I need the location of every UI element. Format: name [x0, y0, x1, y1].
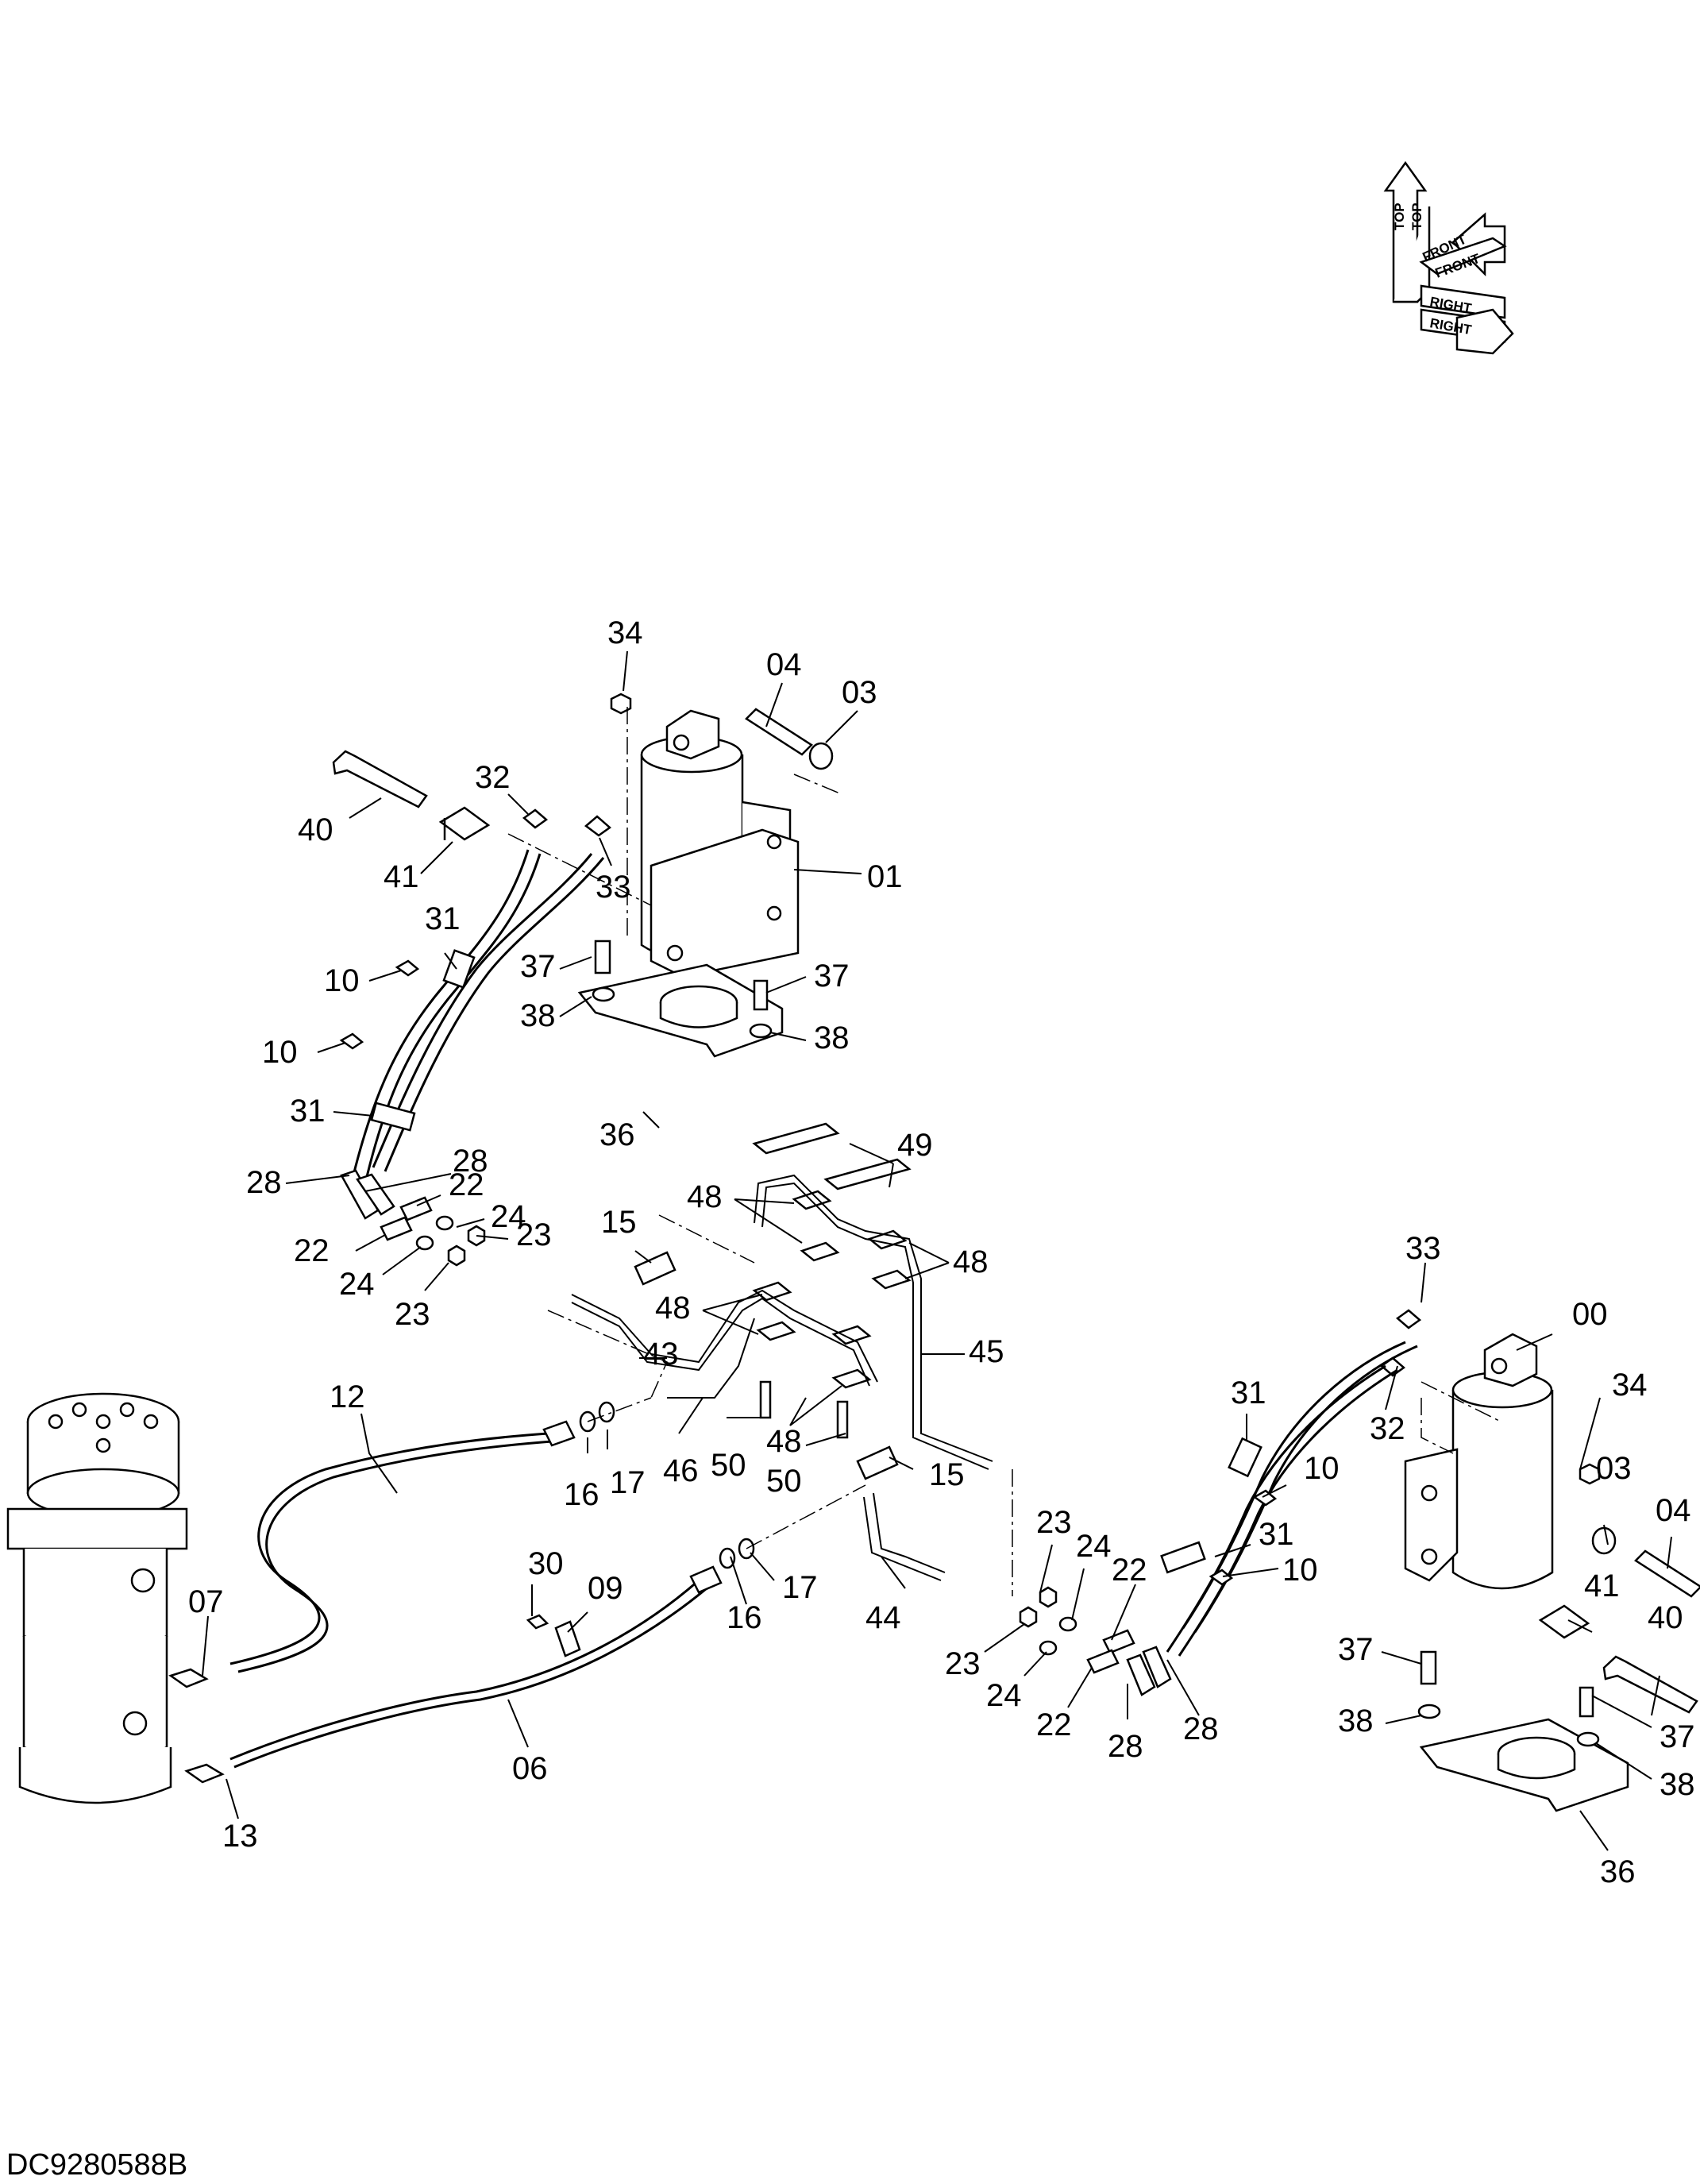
callout-41: 41	[384, 859, 419, 894]
callout-46: 46	[663, 1453, 699, 1488]
orientation-top-label-a: TOP	[1392, 203, 1407, 230]
callout-22: 22	[1036, 1707, 1072, 1742]
callout-24: 24	[986, 1678, 1022, 1713]
callout-48: 48	[655, 1291, 691, 1325]
callout-43: 43	[643, 1337, 679, 1372]
callout-37: 37	[1338, 1632, 1374, 1667]
callout-37: 37	[814, 959, 850, 994]
callout-28: 28	[1108, 1729, 1143, 1764]
left-accumulator-assembly	[332, 693, 842, 1267]
callout-36: 36	[599, 1117, 635, 1152]
callout-41: 41	[1584, 1569, 1620, 1603]
callout-30: 30	[528, 1546, 564, 1581]
callout-49: 49	[897, 1128, 933, 1163]
callout-40: 40	[298, 812, 333, 847]
callout-38: 38	[1660, 1767, 1695, 1802]
callout-50: 50	[711, 1448, 746, 1483]
callout-40: 40	[1648, 1600, 1683, 1635]
callout-44: 44	[865, 1600, 901, 1635]
callout-28: 28	[246, 1165, 282, 1200]
callout-34: 34	[1612, 1368, 1648, 1403]
callout-38: 38	[1338, 1704, 1374, 1738]
callout-22: 22	[294, 1233, 330, 1268]
callout-10: 10	[1304, 1451, 1340, 1486]
callout-12: 12	[330, 1379, 365, 1414]
callout-23: 23	[516, 1217, 552, 1252]
callout-23: 23	[1036, 1505, 1072, 1540]
callout-31: 31	[425, 901, 461, 936]
reference-code: DC9280588B	[6, 2148, 187, 2182]
callout-32: 32	[1370, 1411, 1405, 1446]
callout-01: 01	[867, 859, 903, 894]
callout-38: 38	[814, 1021, 850, 1055]
callout-24: 24	[491, 1199, 526, 1234]
callout-04: 04	[766, 647, 802, 682]
callout-06: 06	[512, 1751, 548, 1786]
callout-48: 48	[687, 1179, 723, 1214]
callout-38: 38	[520, 998, 556, 1033]
callout-33: 33	[1405, 1231, 1441, 1266]
callout-labels: 34 04 03 32 40 41 33 01 31 37 37 10 38 3…	[188, 615, 1695, 1889]
callout-00: 00	[1572, 1297, 1608, 1332]
callout-22: 22	[449, 1167, 484, 1202]
callout-22: 22	[1112, 1553, 1147, 1588]
callout-23: 23	[395, 1297, 430, 1332]
callout-09: 09	[588, 1571, 623, 1606]
callout-37: 37	[520, 949, 556, 984]
callout-10: 10	[262, 1035, 298, 1070]
callout-33: 33	[596, 870, 631, 905]
callout-10: 10	[1282, 1553, 1318, 1588]
callout-28: 28	[1183, 1711, 1219, 1746]
callout-16: 16	[564, 1477, 599, 1512]
callout-03: 03	[1596, 1451, 1632, 1486]
callout-48: 48	[766, 1424, 802, 1459]
orientation-indicator: TOP TOP FRONT FRONT RIGHT RIGHT	[1383, 160, 1514, 355]
right-accumulator-assembly	[1019, 1309, 1700, 1812]
orientation-top-label-b: TOP	[1409, 203, 1424, 230]
callout-17: 17	[782, 1570, 818, 1605]
callout-13: 13	[222, 1819, 258, 1854]
callout-50: 50	[766, 1464, 802, 1499]
callout-16: 16	[727, 1600, 762, 1635]
callout-34: 34	[607, 615, 643, 650]
callout-45: 45	[969, 1334, 1004, 1369]
callout-24: 24	[339, 1267, 375, 1302]
swivel-joint-assembly	[6, 1392, 866, 1804]
callout-37: 37	[1660, 1719, 1695, 1754]
callout-31: 31	[1259, 1517, 1294, 1552]
callout-48: 48	[953, 1244, 989, 1279]
callout-10: 10	[324, 963, 360, 998]
callout-28: 28	[453, 1144, 488, 1179]
callout-15: 15	[929, 1457, 965, 1492]
callout-23: 23	[945, 1646, 981, 1681]
callout-07: 07	[188, 1584, 224, 1619]
callout-15: 15	[601, 1205, 637, 1240]
callout-24: 24	[1076, 1529, 1112, 1564]
callout-31: 31	[1231, 1376, 1266, 1410]
callout-17: 17	[610, 1465, 646, 1500]
center-pipes-assembly	[547, 1122, 1013, 1596]
callout-36: 36	[1600, 1854, 1636, 1889]
callout-32: 32	[475, 760, 511, 795]
callout-leader-lines	[202, 650, 1672, 1851]
callout-04: 04	[1656, 1493, 1691, 1528]
callout-03: 03	[842, 675, 877, 710]
callout-31: 31	[290, 1094, 326, 1129]
